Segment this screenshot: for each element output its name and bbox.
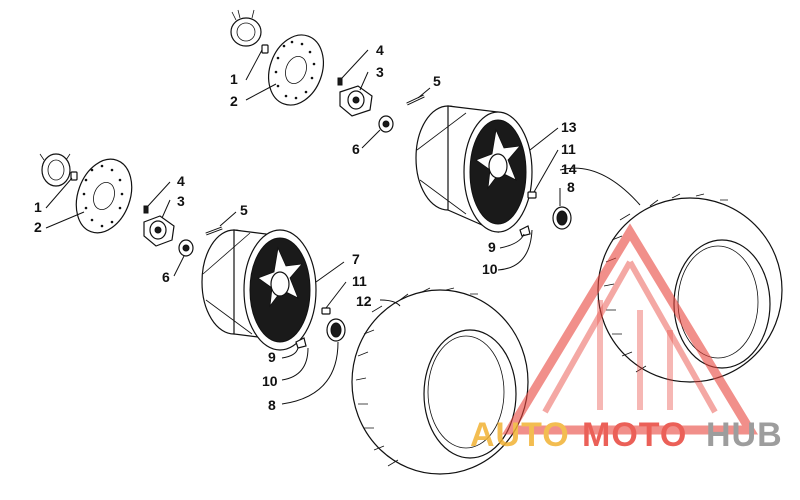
front-axle-nut xyxy=(178,239,194,257)
watermark-moto: MOTO xyxy=(582,416,687,454)
watermark-triangle-icon xyxy=(502,223,758,435)
rear-valve-stem xyxy=(519,225,531,237)
front-cotter-pin xyxy=(205,226,223,236)
rear-center-cap xyxy=(552,206,572,230)
callout-front-lug-nut: 11 xyxy=(352,273,367,289)
front-hub xyxy=(143,215,175,247)
callout-front-wheel-stud: 4 xyxy=(177,173,185,189)
rear-spindle xyxy=(230,9,262,47)
callout-rear-disc-bolt: 1 xyxy=(230,71,238,87)
front-center-cap xyxy=(326,318,346,342)
watermark-logo: AUTO MOTO HUB xyxy=(470,223,783,454)
callout-front-hub: 3 xyxy=(177,193,185,209)
callout-rear-wheel-stud: 4 xyxy=(376,42,384,58)
rear-tire xyxy=(597,193,783,383)
callout-rear-wheel-rim: 13 xyxy=(561,119,577,135)
callout-rear-valve-cap: 10 xyxy=(482,261,498,277)
rear-disc-bolt xyxy=(261,44,269,54)
rear-lug-nut xyxy=(527,191,537,199)
callout-front-axle-nut: 6 xyxy=(162,269,170,285)
front-brake-disc xyxy=(75,158,133,234)
callout-front-tire: 12 xyxy=(356,293,372,309)
front-valve-stem xyxy=(295,337,307,349)
callout-rear-lug-nut: 11 xyxy=(561,141,576,157)
front-tire xyxy=(351,287,529,475)
callout-rear-axle-nut: 6 xyxy=(352,141,360,157)
rear-wheel-stud xyxy=(337,77,343,86)
rear-brake-disc xyxy=(268,34,324,106)
callout-rear-cotter-pin: 5 xyxy=(433,73,441,89)
front-wheel-rim xyxy=(201,229,317,351)
front-wheel-stud xyxy=(143,205,149,214)
rear-cotter-pin xyxy=(406,94,425,106)
leader-lines xyxy=(45,49,641,405)
rear-wheel-rim xyxy=(415,105,533,233)
callout-front-valve-stem: 9 xyxy=(268,349,276,365)
rear-axle-nut xyxy=(378,115,394,133)
callout-rear-brake-disc: 2 xyxy=(230,93,238,109)
front-spindle xyxy=(39,153,71,187)
callout-rear-tire: 14 xyxy=(561,161,577,177)
watermark-hub: HUB xyxy=(706,416,783,454)
front-lug-nut xyxy=(321,307,331,315)
callout-front-center-cap: 8 xyxy=(268,397,276,413)
callout-front-wheel-rim: 7 xyxy=(352,251,360,267)
callout-rear-hub: 3 xyxy=(376,64,384,80)
callout-labels: 1 2 4 3 5 6 13 11 14 8 9 10 1 2 4 3 5 6 … xyxy=(34,42,577,413)
callout-rear-valve-stem: 9 xyxy=(488,239,496,255)
callout-front-brake-disc: 2 xyxy=(34,219,42,235)
front-disc-bolt xyxy=(70,171,78,181)
rear-hub xyxy=(339,85,373,117)
callout-front-disc-bolt: 1 xyxy=(34,199,42,215)
callout-front-cotter-pin: 5 xyxy=(240,202,248,218)
watermark-auto: AUTO xyxy=(470,416,570,454)
callout-rear-center-cap: 8 xyxy=(567,179,575,195)
callout-front-valve-cap: 10 xyxy=(262,373,278,389)
